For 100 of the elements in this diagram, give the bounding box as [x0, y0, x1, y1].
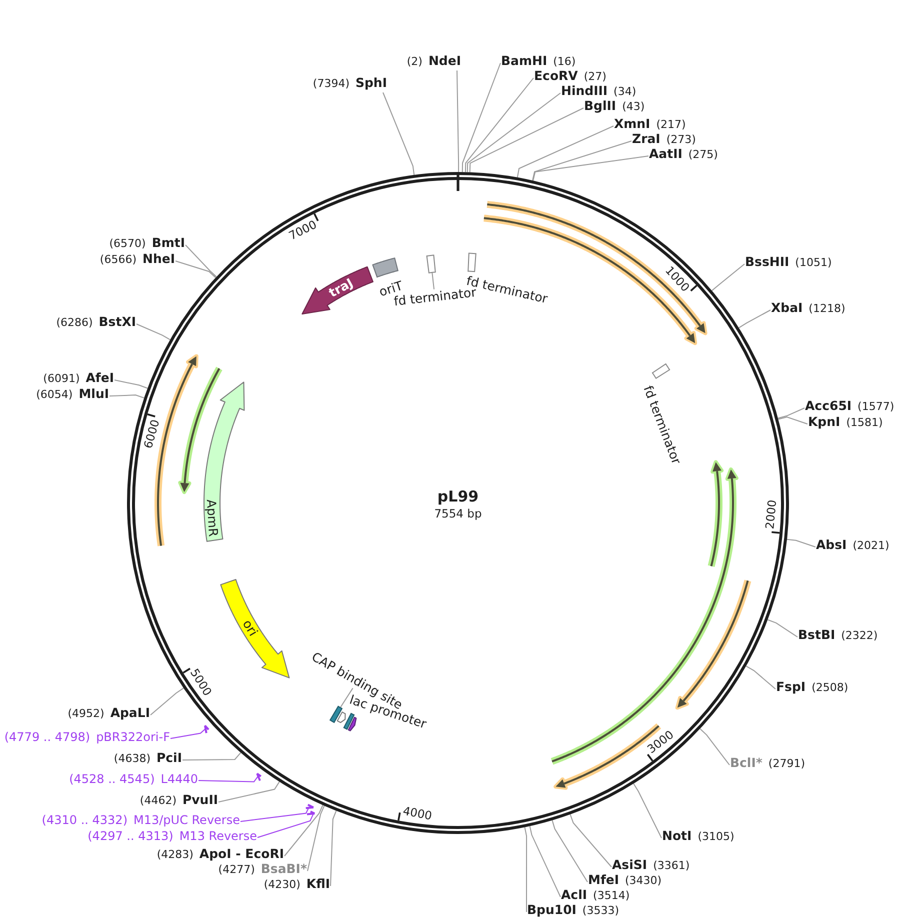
leader-line: [284, 804, 324, 856]
enzyme-name: Bpu10I: [527, 902, 576, 917]
plasmid-size: 7554 bp: [434, 508, 482, 520]
site-position: (1577): [858, 400, 894, 413]
enzyme-name: BglII: [584, 98, 616, 113]
enzyme-name: ZraI: [632, 131, 660, 146]
leader-line: [136, 324, 171, 340]
leader-line: [340, 688, 354, 708]
primer-name: pBR322ori-F: [96, 730, 170, 744]
terminator-box: [424, 253, 438, 275]
site-position: (34): [614, 85, 636, 98]
tick-label: 4000: [402, 804, 434, 823]
enzyme-name: AsiSI: [612, 857, 648, 872]
tick-label: 7000: [287, 218, 320, 243]
leader-line: [257, 814, 314, 838]
leader-line: [330, 810, 337, 886]
plasmid-name: pL99: [437, 488, 479, 506]
leader-line: [777, 408, 805, 419]
site-position: (6566): [100, 253, 136, 266]
primer-position: (4528 .. 4545): [69, 772, 155, 786]
feature-label: traJ: [326, 276, 356, 300]
leader-line: [114, 380, 148, 389]
leader-line: [786, 538, 816, 548]
site-position: (1218): [808, 302, 846, 315]
primer-mark: [255, 771, 263, 783]
feature-label: ori: [240, 618, 260, 639]
site-position: (217): [656, 118, 686, 131]
enzyme-name: BstXI: [98, 314, 136, 329]
site-position: (2791): [768, 757, 805, 770]
site-position: (3533): [582, 904, 619, 917]
enzyme-name: BssHII: [745, 254, 790, 269]
site-position: (3361): [653, 859, 690, 872]
enzyme-name: Acc65I: [805, 398, 852, 413]
enzyme-name: BstBI: [798, 627, 836, 642]
primer-position: (4310 .. 4332): [42, 813, 128, 827]
leader-line: [109, 394, 145, 398]
tick-label: 6000: [142, 418, 162, 450]
primer-mark: [202, 723, 211, 736]
leader-line: [552, 820, 588, 882]
site-position: (6054): [36, 388, 73, 401]
leader-line: [466, 92, 561, 173]
site-position: (43): [622, 100, 645, 113]
enzyme-name: NdeI: [428, 53, 461, 68]
leader-line: [778, 416, 808, 424]
site-position: (3105): [698, 830, 734, 843]
leader-line: [150, 688, 184, 716]
site-position: (2508): [812, 681, 848, 694]
enzyme-name: BclI*: [730, 755, 762, 770]
leader-line: [746, 666, 776, 690]
site-position: (3514): [593, 889, 630, 902]
site-position: (273): [666, 133, 696, 146]
leader-line: [432, 272, 435, 290]
enzyme-name: FspI: [776, 679, 806, 694]
leader-line: [462, 62, 501, 173]
enzyme-name: AfeI: [86, 370, 114, 385]
leader-line: [524, 826, 528, 912]
enzyme-name: PciI: [156, 750, 182, 765]
leader-line: [469, 108, 584, 173]
primer-name: L4440: [160, 772, 198, 786]
site-position: (4462): [140, 794, 176, 807]
feature-box: [328, 704, 344, 725]
leader-line: [633, 783, 662, 838]
enzyme-name: KflI: [306, 876, 330, 891]
site-position: (16): [553, 55, 576, 68]
site-position: (2322): [841, 629, 878, 642]
enzyme-name: NotI: [662, 828, 692, 843]
feature-mark: [346, 715, 359, 733]
site-position: (4952): [68, 707, 104, 720]
site-position: (4283): [156, 848, 194, 861]
site-position: (4277): [218, 863, 255, 876]
tick-label: 2000: [763, 499, 780, 530]
leader-line: [175, 260, 216, 278]
site-position: (3430): [625, 874, 662, 887]
enzyme-name: KpnI: [808, 414, 840, 429]
site-position: (275): [688, 148, 718, 161]
enzyme-name: MfeI: [588, 872, 620, 887]
leader-line: [529, 826, 561, 898]
leader-line: [738, 310, 771, 328]
primer-mark: [304, 809, 317, 817]
leader-line: [218, 781, 280, 802]
enzyme-name: XbaI: [771, 300, 803, 315]
site-position: (4230): [264, 878, 300, 891]
leader-line: [711, 264, 745, 292]
leader-line: [182, 752, 242, 760]
enzyme-name: ApoI - EcoRI: [199, 846, 284, 861]
primer-position: (4297 .. 4313): [88, 829, 174, 843]
enzyme-name: HindIII: [561, 83, 608, 98]
leader-line: [516, 126, 614, 178]
leader-line: [240, 806, 310, 822]
feature-label: ApmR: [204, 498, 221, 538]
leader-line: [700, 728, 730, 766]
site-position: (4638): [114, 752, 150, 765]
site-position: (1051): [795, 256, 832, 269]
site-position: (7394): [312, 77, 350, 90]
enzyme-name: MluI: [78, 386, 109, 401]
enzyme-name: BamHI: [501, 53, 548, 68]
enzyme-name: AatII: [649, 146, 682, 161]
enzyme-name: PvuII: [182, 792, 218, 807]
enzyme-name: BsaBI*: [260, 861, 307, 876]
site-position: (1581): [846, 416, 883, 429]
